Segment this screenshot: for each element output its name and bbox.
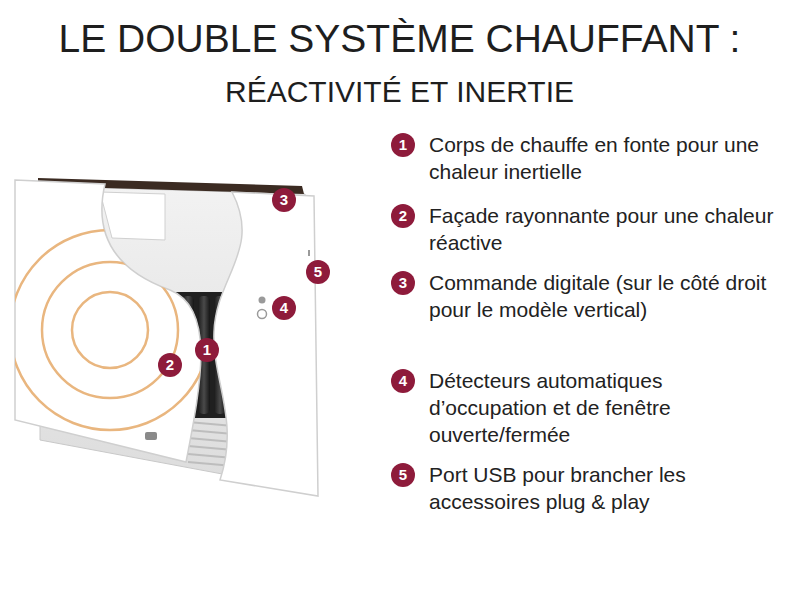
callout-number: 1 xyxy=(391,133,415,157)
sensor-dot xyxy=(259,297,266,304)
radiant-front-left xyxy=(15,180,201,462)
callout-number: 4 xyxy=(391,369,415,393)
circle-fill xyxy=(306,260,330,284)
logo-plate xyxy=(145,432,157,440)
list-item: 3Commande digitale (sur le côté droit po… xyxy=(391,271,415,295)
circle-fill xyxy=(391,271,415,295)
list-item: 5Port USB pour brancher les accessoires … xyxy=(391,463,415,487)
list-item: 1Corps de chauffe en fonte pour une chal… xyxy=(391,133,415,157)
circle-fill xyxy=(272,188,296,212)
sensor-ring xyxy=(258,310,267,319)
title: LE DOUBLE SYSTÈME CHAUFFANT : xyxy=(0,16,799,62)
callout-number: 2 xyxy=(391,204,415,228)
top-notch xyxy=(100,192,165,240)
list-item: 2Façade rayonnante pour une chaleur réac… xyxy=(391,204,415,228)
callout-number: 5 xyxy=(391,463,415,487)
callout-number: 4 xyxy=(272,296,296,320)
callout-number: 3 xyxy=(272,188,296,212)
item-description: Détecteurs automatiques d’occupation et … xyxy=(429,367,779,448)
item-description: Corps de chauffe en fonte pour une chale… xyxy=(429,131,779,185)
callout-number: 4 xyxy=(272,296,296,320)
callout-number: 2 xyxy=(158,353,182,377)
list-item: 4Détecteurs automatiques d’occupation et… xyxy=(391,369,415,393)
radiant-front-right xyxy=(214,192,318,496)
callout-number: 5 xyxy=(306,260,330,284)
circle-fill xyxy=(391,463,415,487)
usb-port xyxy=(308,250,310,256)
callout-number: 3 xyxy=(391,271,415,295)
circle-fill xyxy=(391,369,415,393)
circle-fill xyxy=(158,353,182,377)
circle-fill xyxy=(391,204,415,228)
circle-fill xyxy=(272,296,296,320)
callout-number: 5 xyxy=(306,260,330,284)
item-description: Commande digitale (sur le côté droit pou… xyxy=(429,269,779,323)
subtitle: RÉACTIVITÉ ET INERTIE xyxy=(0,74,799,110)
circle-fill xyxy=(391,133,415,157)
circle-fill xyxy=(195,338,219,362)
heat-waves xyxy=(10,230,210,430)
callout-number: 2 xyxy=(158,353,182,377)
callout-number: 1 xyxy=(195,338,219,362)
callout-number: 1 xyxy=(195,338,219,362)
item-description: Façade rayonnante pour une chaleur réact… xyxy=(429,202,779,256)
callout-number: 3 xyxy=(272,188,296,212)
item-description: Port USB pour brancher les accessoires p… xyxy=(429,461,779,515)
